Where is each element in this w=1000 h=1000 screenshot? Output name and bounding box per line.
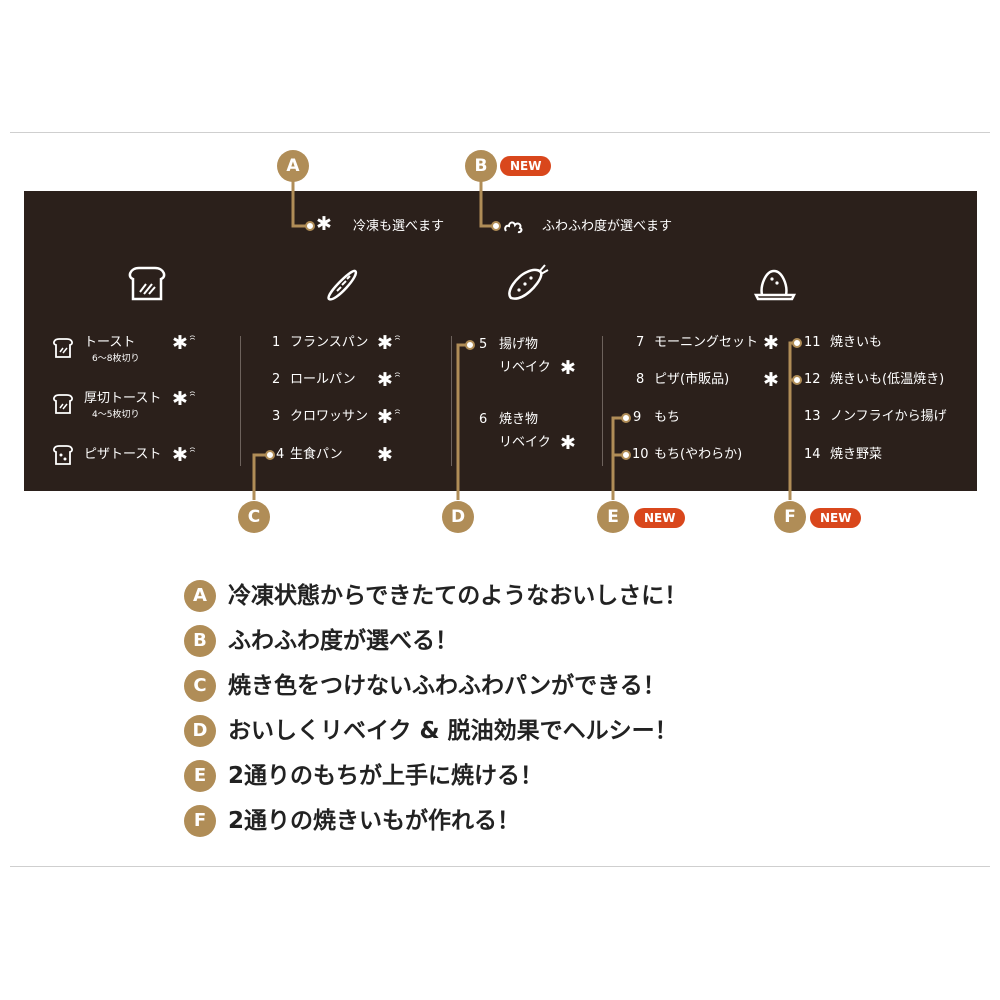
menu-12-num: 12 xyxy=(804,372,821,387)
menu-2-num: 2 xyxy=(272,372,281,387)
new-badge-e: NEW xyxy=(634,508,686,528)
menu-11-name: 焼きいも xyxy=(830,335,883,350)
menu-5-line2: リベイク xyxy=(499,360,551,375)
menu-thick-toast-sub: 4～5枚切り xyxy=(92,410,140,420)
new-badge-f: NEW xyxy=(810,508,862,528)
fried-shrimp-icon xyxy=(508,264,549,300)
top-divider xyxy=(10,132,990,133)
snowflake-icon: ✱ xyxy=(172,444,188,466)
control-panel xyxy=(24,191,977,491)
menu-10-num: 10 xyxy=(632,447,649,462)
column-divider xyxy=(451,336,452,466)
feature-d-text: おいしくリベイク & 脱油効果でヘルシー！ xyxy=(228,718,678,744)
feature-e-badge: E xyxy=(184,760,216,792)
menu-4-num: 4 xyxy=(276,447,285,462)
freeze-selectable-label: 冷凍も選べます xyxy=(353,219,445,234)
new-badge-b: NEW xyxy=(500,156,552,176)
fluffy-icon xyxy=(504,221,523,234)
callout-c-badge: C xyxy=(238,501,270,533)
menu-14-name: 焼き野菜 xyxy=(830,447,883,462)
thick-toast-small-icon xyxy=(52,394,74,414)
snowflake-icon: ✱ xyxy=(763,332,779,354)
menu-10-name: もち(やわらか) xyxy=(654,447,743,462)
menu-13-name: ノンフライから揚げ xyxy=(830,409,947,424)
baguette-icon xyxy=(327,269,358,301)
sweet-potato-icon xyxy=(753,269,797,301)
snowflake-icon: ✱ xyxy=(377,369,393,391)
snowflake-icon: ✱ xyxy=(763,369,779,391)
menu-6-num: 6 xyxy=(479,412,488,427)
menu-toast-sub: 6～8枚切り xyxy=(92,354,140,364)
menu-pizza-toast: ピザトースト xyxy=(84,447,162,462)
callout-b-badge: B xyxy=(465,150,497,182)
feature-c-text: 焼き色をつけないふわふわパンができる！ xyxy=(228,673,666,699)
menu-2-name: ロールパン xyxy=(290,372,356,387)
feature-c-badge: C xyxy=(184,670,216,702)
feature-e-text: 2通りのもちが上手に焼ける！ xyxy=(228,763,544,789)
menu-1-name: フランスパン xyxy=(290,335,369,350)
snowflake-icon: ✱ xyxy=(172,332,188,354)
menu-9-name: もち xyxy=(654,410,681,425)
feature-f-text: 2通りの焼きいもが作れる！ xyxy=(228,808,521,834)
menu-6-line1: 焼き物 xyxy=(499,412,539,427)
menu-6-line2: リベイク xyxy=(499,435,551,450)
menu-8-num: 8 xyxy=(636,372,645,387)
menu-thick-toast: 厚切トースト xyxy=(84,391,162,406)
menu-12-name: 焼きいも(低温焼き) xyxy=(830,372,945,387)
column-divider xyxy=(602,336,603,466)
feature-a-text: 冷凍状態からできたてのようなおいしさに！ xyxy=(228,583,688,609)
column-divider xyxy=(240,336,241,466)
feature-b-badge: B xyxy=(184,625,216,657)
menu-9-num: 9 xyxy=(633,410,642,425)
toast-small-icon xyxy=(52,338,74,358)
snowflake-icon: ✱ xyxy=(172,388,188,410)
menu-4-name: 生食パン xyxy=(290,447,343,462)
menu-7-name: モーニングセット xyxy=(654,335,759,350)
callout-f-badge: F xyxy=(774,501,806,533)
menu-14-num: 14 xyxy=(804,447,821,462)
bottom-divider xyxy=(10,866,990,867)
menu-11-num: 11 xyxy=(804,335,821,350)
menu-13-num: 13 xyxy=(804,409,821,424)
menu-7-num: 7 xyxy=(636,335,645,350)
callout-e-badge: E xyxy=(597,501,629,533)
snowflake-icon: ✱ xyxy=(377,332,393,354)
menu-5-line1: 揚げ物 xyxy=(499,337,539,352)
menu-3-num: 3 xyxy=(272,409,281,424)
snowflake-icon: ✱ xyxy=(560,432,576,454)
toast-icon xyxy=(128,266,166,301)
feature-f-badge: F xyxy=(184,805,216,837)
callout-d-badge: D xyxy=(442,501,474,533)
feature-b-text: ふわふわ度が選べる！ xyxy=(228,628,458,654)
feature-a-badge: A xyxy=(184,580,216,612)
pizza-toast-small-icon xyxy=(52,445,74,465)
menu-5-num: 5 xyxy=(479,337,488,352)
menu-3-name: クロワッサン xyxy=(290,409,369,424)
feature-d-badge: D xyxy=(184,715,216,747)
snowflake-icon: ✱ xyxy=(316,213,332,235)
fluffiness-selectable-label: ふわふわ度が選べます xyxy=(542,219,673,234)
menu-1-num: 1 xyxy=(272,335,281,350)
snowflake-icon: ✱ xyxy=(377,406,393,428)
snowflake-icon: ✱ xyxy=(377,444,393,466)
menu-toast: トースト xyxy=(84,335,136,350)
callout-a-badge: A xyxy=(277,150,309,182)
menu-8-name: ピザ(市販品) xyxy=(654,372,730,387)
snowflake-icon: ✱ xyxy=(560,357,576,379)
